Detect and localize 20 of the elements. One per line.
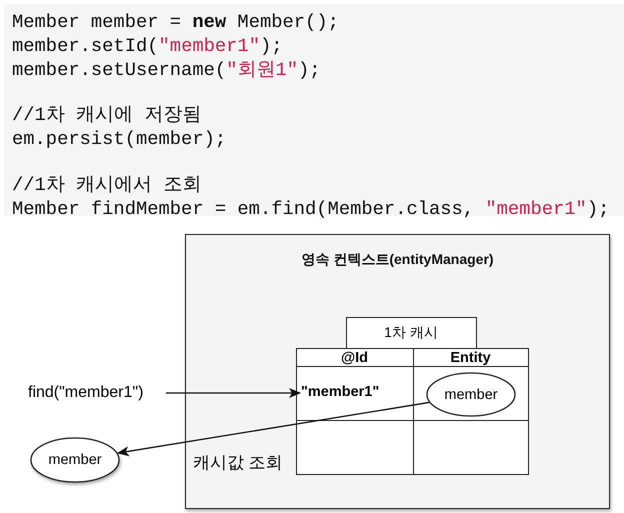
cache-table: [296, 348, 528, 474]
code-line: Member member = new Member();: [12, 11, 339, 33]
column-header: @Id: [340, 348, 370, 366]
panel-title: 영속 컨텍스트(entityManager): [300, 251, 495, 269]
entity-ellipse: member: [30, 437, 120, 483]
code-line: //1차 캐시에서 조회: [12, 174, 202, 196]
code-line: //1차 캐시에 저장됨: [12, 104, 202, 126]
arrow: [166, 388, 301, 398]
code-line: Member findMember = em.find(Member.class, "member1");: [12, 198, 610, 220]
code-line: member.setId("member1");: [12, 35, 283, 57]
entity-ellipse: member: [426, 372, 516, 417]
context-panel: [185, 234, 610, 509]
code-line: member.setUsername("회원1");: [12, 59, 321, 81]
code-line: em.persist(member);: [12, 128, 226, 150]
call-text: find("member1"): [28, 380, 164, 406]
cache-tab: 1차 캐시: [346, 316, 476, 348]
column-header: Entity: [449, 348, 492, 366]
arrow: [116, 402, 430, 456]
edge-label: 캐시값 조회: [193, 452, 283, 474]
key-text: "member1": [301, 379, 401, 405]
